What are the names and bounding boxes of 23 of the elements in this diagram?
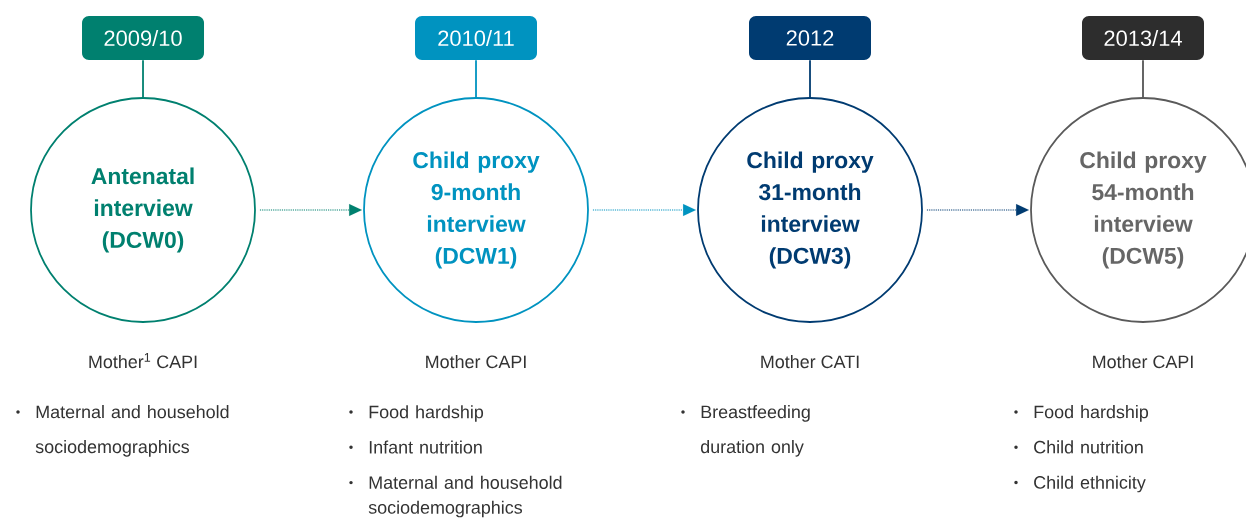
year-badge: 2012 <box>749 16 871 60</box>
connector-line <box>809 59 811 98</box>
arrow <box>259 204 363 216</box>
bullet-item: Breastfeeding duration only <box>681 405 810 457</box>
method-label: Mother$^{1}$ CAPI <box>89 353 197 369</box>
bullet-item: Child nutrition <box>1014 440 1143 454</box>
bullet-item: Child ethnicity <box>1014 475 1146 493</box>
bullet-item: Maternal and household sociodemographics <box>16 405 229 457</box>
year-badge: 2010/11 <box>415 16 537 60</box>
year-badge: 2009/10 <box>82 16 204 60</box>
connector-line <box>1142 59 1144 98</box>
arrow <box>926 204 1030 216</box>
method-label: Mother CAPI <box>1093 355 1193 369</box>
connector-line <box>475 59 477 98</box>
bullet-item: Food hardship <box>1014 405 1149 422</box>
bullet-item: Infant nutrition <box>349 440 482 454</box>
bullet-item: Food hardship <box>349 405 484 422</box>
year-badge: 2013/14 <box>1082 16 1204 60</box>
method-label: Mother CATI <box>761 355 859 369</box>
arrow <box>592 204 697 216</box>
bullet-item: Maternal and household sociodemographics <box>349 475 562 518</box>
method-label: Mother CAPI <box>426 355 526 369</box>
connector-line <box>142 59 144 98</box>
